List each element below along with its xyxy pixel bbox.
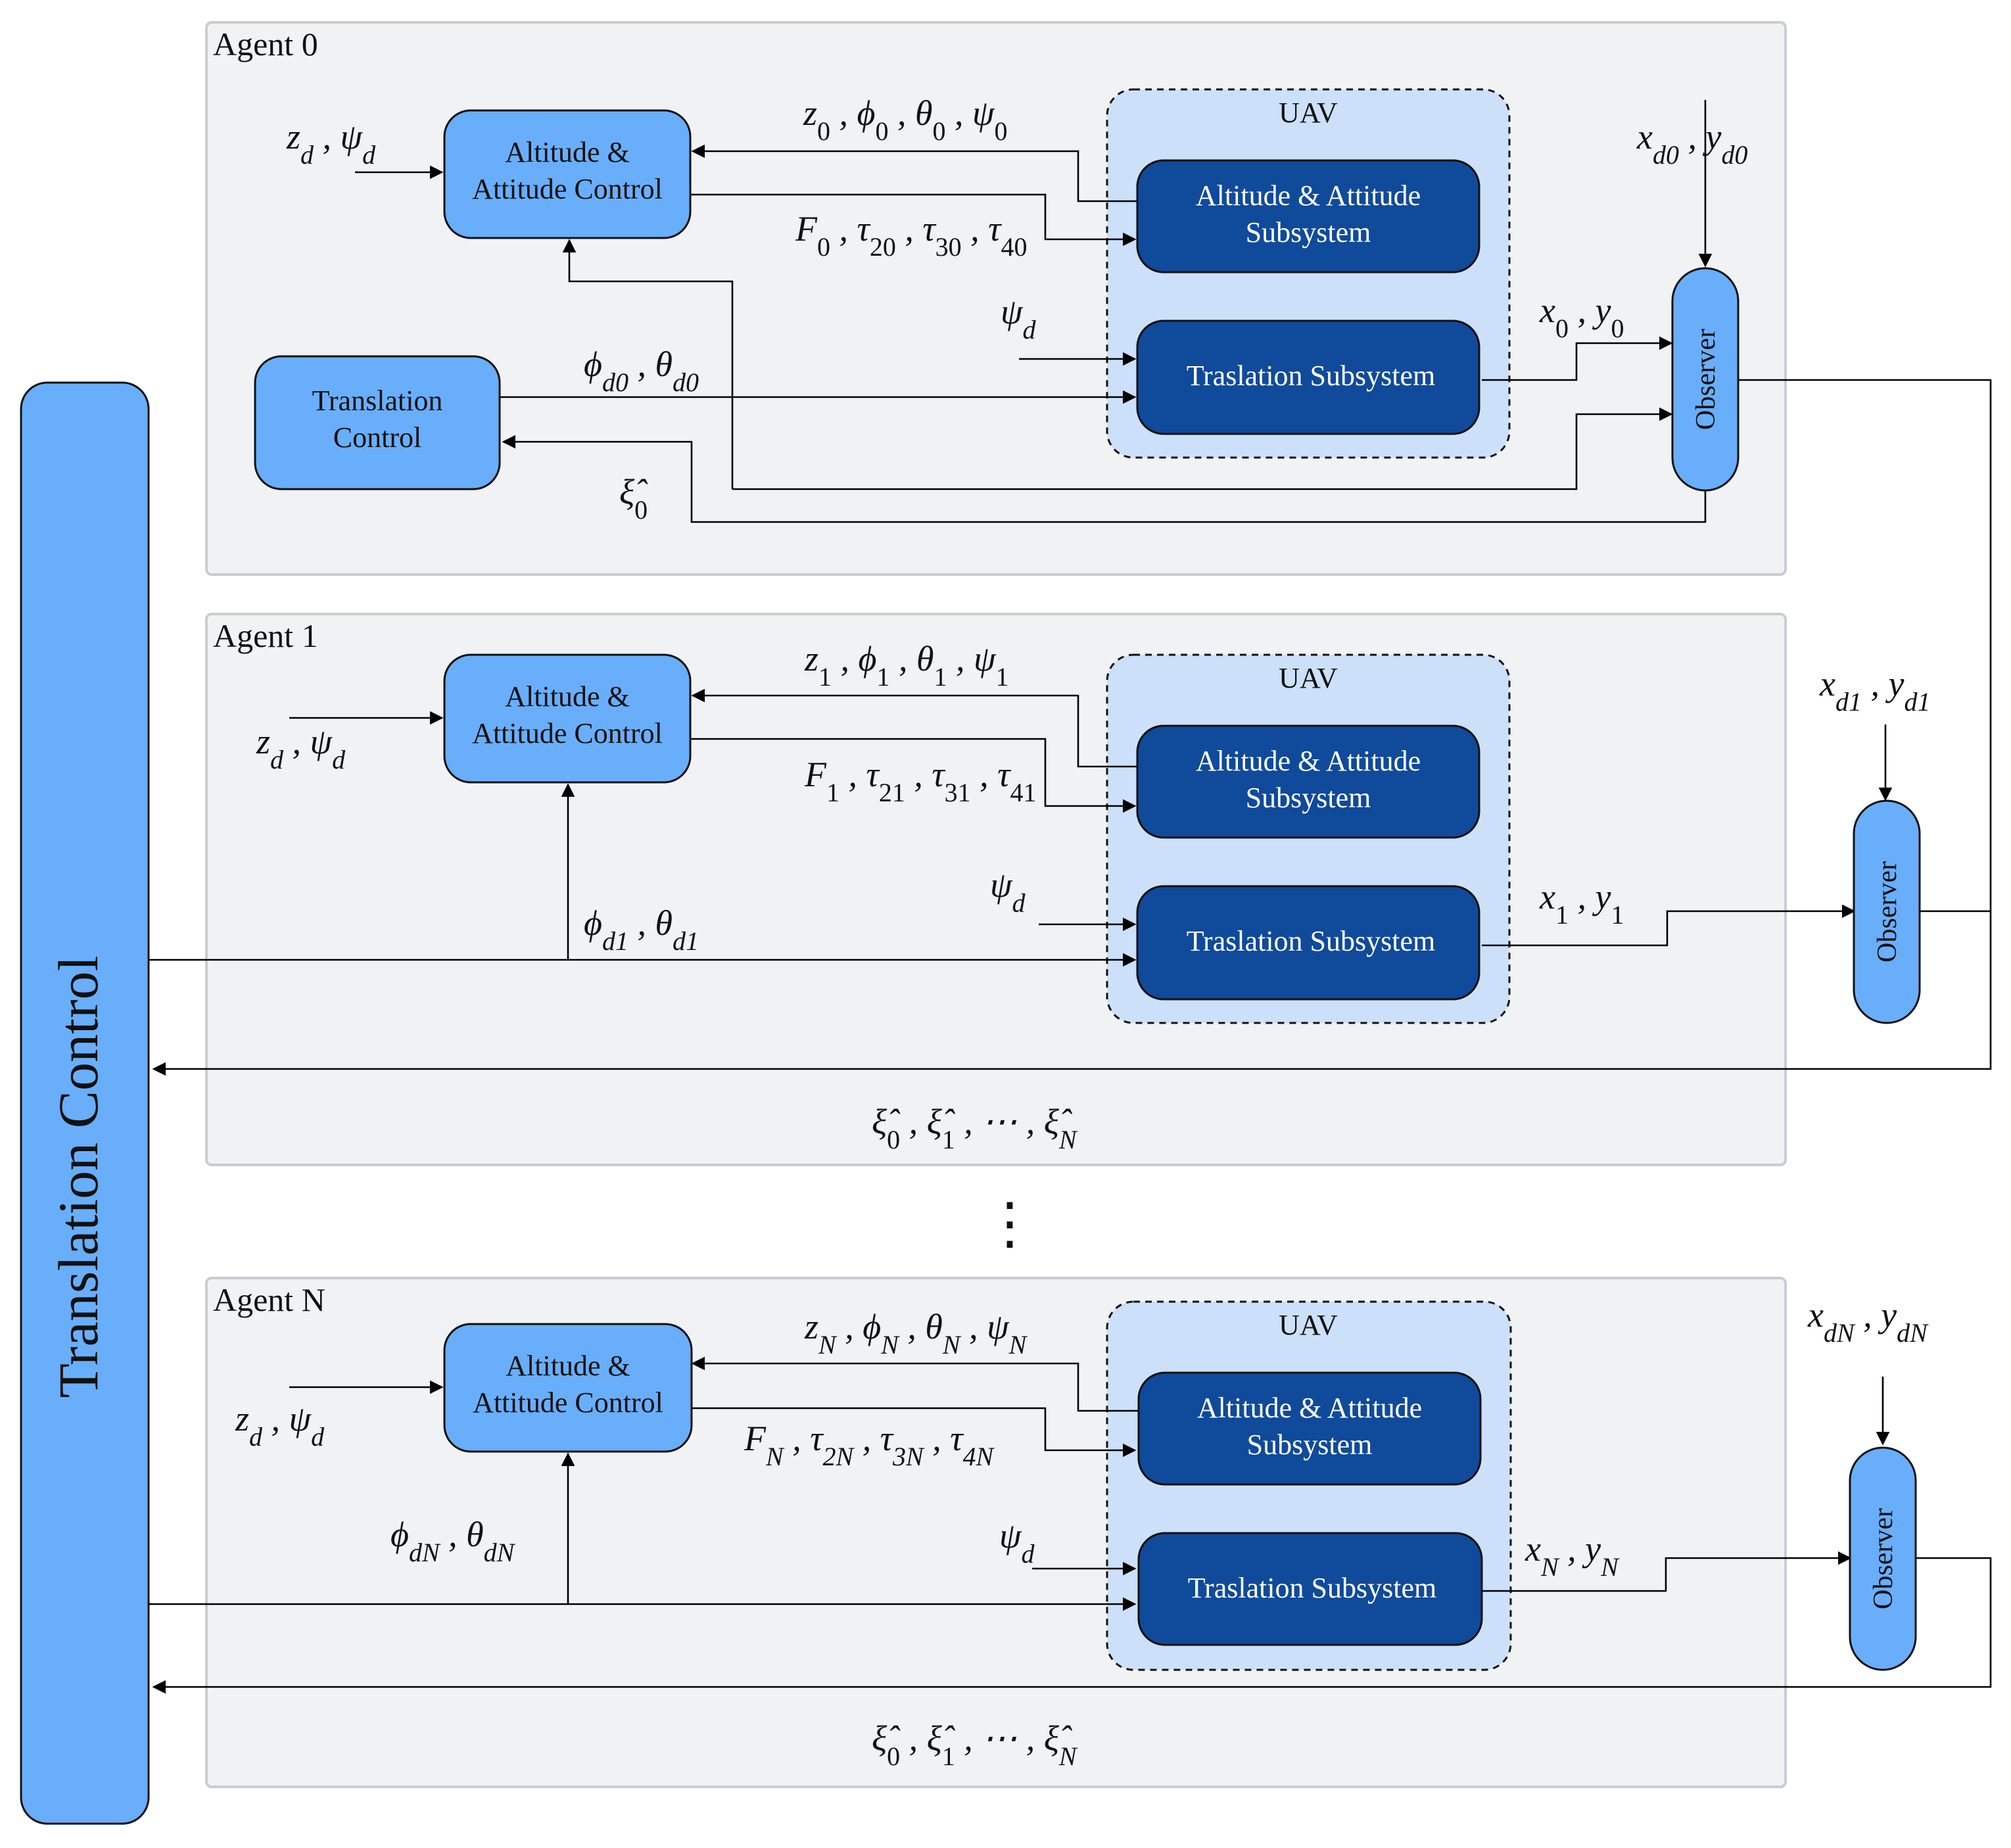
- agent-n-traslation-subsystem-label: Traslation Subsystem: [1188, 1572, 1437, 1604]
- agent-0-title: Agent 0: [213, 26, 318, 62]
- agent-0-traslation-subsystem: [1136, 320, 1480, 435]
- translation-control-sidebar-label: Translation Control: [47, 956, 110, 1398]
- agent-1-altitude-attitude-subsystem: [1136, 724, 1480, 839]
- agent-0-altitude-attitude-control-line2: Attitude Control: [472, 173, 663, 205]
- agent-n-wires: [149, 1356, 1992, 1694]
- agent-1-observer: [1853, 799, 1921, 1024]
- agent-n-observer-reference-label: xdN , ydN: [1807, 1295, 1929, 1348]
- agent-n-position-output-label: xN , yN: [1525, 1529, 1620, 1582]
- agent-1-wires: [149, 688, 1991, 967]
- agent-n-title: Agent N: [213, 1281, 325, 1318]
- agent-n-traslation-subsystem: [1137, 1532, 1483, 1646]
- agent-n-altitude-attitude-subsystem: [1137, 1371, 1482, 1486]
- agent-1-altitude-attitude-control-line2: Attitude Control: [472, 717, 663, 749]
- agent-1-altitude-attitude-subsystem-line1: Altitude & Attitude: [1196, 745, 1421, 777]
- agent-1-altitude-attitude-control-line1: Altitude &: [505, 680, 629, 713]
- agent-n-observer-label: Observer: [1868, 1508, 1899, 1609]
- agent-n-altitude-attitude-subsystem-line1: Altitude & Attitude: [1197, 1392, 1422, 1424]
- agent-n-uav-label: UAV: [1279, 1309, 1338, 1341]
- agent-0-translation-control: [254, 355, 501, 490]
- agent-0-uav-label: UAV: [1279, 97, 1338, 129]
- agent-n-observer: [1849, 1446, 1917, 1671]
- agent-1-traslation-subsystem-label: Traslation Subsystem: [1187, 925, 1436, 957]
- agent-1-altitude-attitude-control: [443, 653, 692, 784]
- agent-0-observer-label: Observer: [1691, 329, 1721, 430]
- agent-1-observer-label: Observer: [1872, 861, 1903, 962]
- agent-0-altitude-attitude-subsystem-line2: Subsystem: [1246, 216, 1371, 249]
- agent-0-altitude-attitude-control: [443, 109, 692, 239]
- agent-n-altitude-attitude-subsystem-line2: Subsystem: [1247, 1429, 1373, 1461]
- agent-n-altitude-attitude-control-line2: Attitude Control: [473, 1386, 663, 1419]
- agent-0-altitude-attitude-subsystem: [1136, 159, 1480, 273]
- agent-n-altitude-attitude-control-line1: Altitude &: [506, 1350, 630, 1382]
- agent-1-altitude-attitude-subsystem-line2: Subsystem: [1246, 782, 1371, 814]
- translation-control-sidebar: [20, 381, 150, 1825]
- agent-0-observer: [1671, 267, 1739, 492]
- agent-0-altitude-attitude-subsystem-line1: Altitude & Attitude: [1196, 179, 1421, 212]
- agent-1-traslation-subsystem: [1136, 885, 1480, 1001]
- agent-0-wires: [152, 100, 1992, 1076]
- agent-n-altitude-attitude-control: [443, 1323, 693, 1453]
- agent-1-observer-reference-label: xd1 , yd1: [1819, 664, 1930, 717]
- agents-ellipsis: ⋮: [982, 1192, 1038, 1255]
- agent-0-translation-control-line2: Control: [333, 421, 421, 454]
- agent-1-title: Agent 1: [213, 617, 318, 654]
- agent-0-traslation-subsystem-label: Traslation Subsystem: [1187, 360, 1436, 392]
- agent-0-altitude-attitude-control-line1: Altitude &: [505, 136, 629, 168]
- agent-1-uav-label: UAV: [1279, 662, 1338, 694]
- agent-0-translation-control-line1: Translation: [312, 385, 443, 417]
